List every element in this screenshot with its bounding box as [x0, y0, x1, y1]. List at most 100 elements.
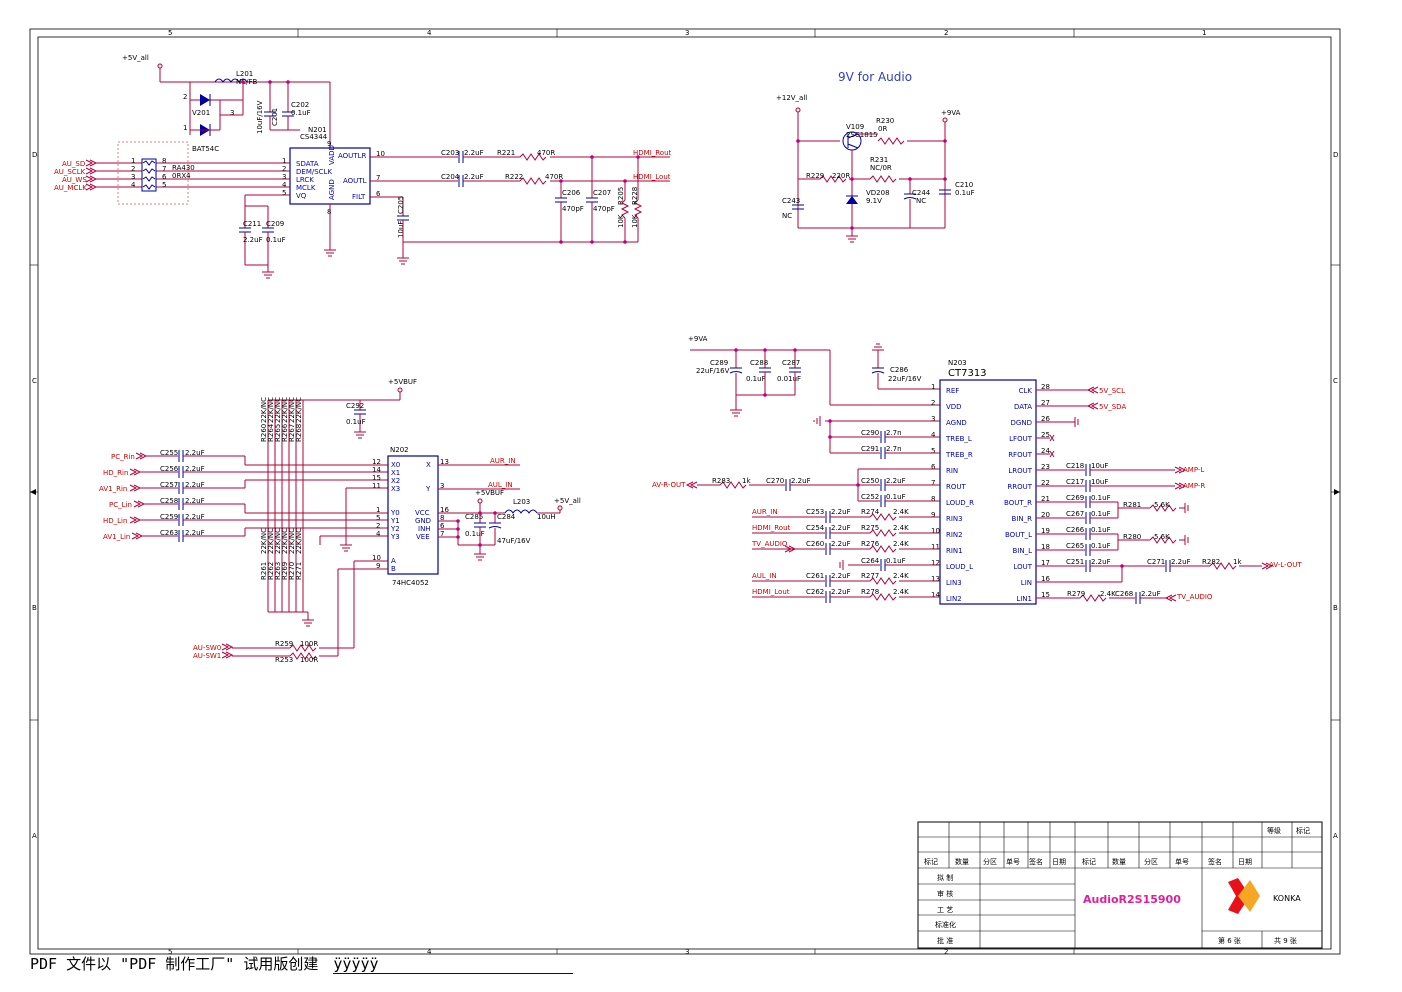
c265-ref: C265 — [1066, 542, 1084, 550]
amp-pin-num-right: 20 — [1041, 511, 1050, 519]
svg-text:2: 2 — [376, 522, 380, 530]
r279-val: 2.4K — [1100, 590, 1116, 598]
c267-ref: C267 — [1066, 510, 1084, 518]
sheet-frame: 5 4 3 2 1 5 4 3 2 D C B A D C B A — [29, 28, 1341, 956]
svg-text:1: 1 — [183, 124, 187, 132]
mux-pin-a: A — [391, 557, 396, 565]
amp-input-cap: C262 — [806, 588, 824, 596]
dac-pin-agnd: AGND — [328, 179, 336, 200]
svg-text:22K/NC: 22K/NC — [288, 397, 296, 423]
c211-ref: C211 — [243, 220, 261, 228]
svg-text:12: 12 — [372, 458, 381, 466]
title-block: 等级 标记 标记数量分区单号签名日期标记数量分区单号签名日期 拟 制 审 核 工… — [917, 821, 1323, 949]
svg-text:4: 4 — [131, 181, 136, 189]
c207-ref: C207 — [593, 189, 611, 197]
svg-text:6: 6 — [440, 522, 445, 530]
frame-col-3: 3 — [685, 29, 689, 37]
c250-val: 2.2uF — [886, 477, 906, 485]
amp-input-res-val: 2.4K — [893, 588, 909, 596]
svg-text:6: 6 — [162, 173, 167, 181]
net-hdmi-rout: HDMI_Rout — [633, 149, 672, 157]
net-9va: +9VA — [941, 109, 961, 117]
svg-text:10: 10 — [372, 554, 381, 562]
ground-symbol — [324, 249, 336, 257]
svg-text:9: 9 — [327, 140, 331, 148]
amp-input-res-val: 2.4K — [893, 508, 909, 516]
r264-ref: R264 — [267, 423, 275, 442]
v201-ref: V201 — [192, 109, 210, 117]
mux-pin-vcc: VCC — [415, 509, 430, 517]
c252-ref: C252 — [861, 493, 879, 501]
c286-val: 22uF/16V — [888, 375, 922, 383]
svg-text:1: 1 — [282, 157, 286, 165]
r281-ref: R281 — [1123, 501, 1141, 509]
svg-text:13: 13 — [440, 458, 449, 466]
c263-ref: C263 — [160, 529, 178, 537]
amp-pin-right: RROUT — [1007, 483, 1032, 491]
footer-link[interactable]: ÿÿÿÿÿ — [333, 955, 574, 974]
amp-pin-num-left: 12 — [931, 559, 940, 567]
diode-part: BAT54C — [192, 145, 219, 153]
c289-val: 22uF/16V — [696, 367, 730, 375]
dac-pin-lrck: LRCK — [296, 176, 314, 184]
r221-ref: R221 — [497, 149, 515, 157]
tb-col-header: 日期 — [1052, 858, 1066, 866]
svg-text:0.1uF: 0.1uF — [1091, 526, 1111, 534]
amp-input-cap-val: 2.2uF — [831, 524, 851, 532]
net-av-l-out: AV-L-OUT — [1269, 561, 1302, 569]
r253-val: 100R — [300, 656, 318, 664]
net-5v-sda: 5V_SDA — [1099, 403, 1126, 411]
r230-ref: R230 — [876, 117, 894, 125]
svg-text:22K/NC: 22K/NC — [288, 528, 296, 554]
svg-text:22K/NC: 22K/NC — [267, 397, 275, 423]
dac-section: +5V_all L201 NC/FB 2 1 3 V201 BAT54C 1 — [54, 54, 672, 279]
r263-ref: R263 — [274, 562, 282, 580]
frame-row-b: B — [32, 604, 37, 612]
amp-pin-num-right: 25 — [1041, 431, 1050, 439]
r261-ref: R261 — [260, 562, 268, 580]
c268-val: 2.2uF — [1141, 590, 1161, 598]
net-amp-l: AMP-L — [1183, 466, 1204, 474]
c205-ref: C205 — [397, 196, 405, 214]
net-pc-lin: PC_Lin — [109, 501, 132, 509]
l203-val: 10uH — [537, 513, 556, 521]
amp-pin-left: RIN3 — [946, 515, 963, 523]
amp-input-res-val: 2.4K — [893, 524, 909, 532]
dac-ref: N201 — [308, 126, 327, 134]
svg-text:22K/NC: 22K/NC — [274, 528, 282, 554]
tb-col-header: 数量 — [955, 857, 969, 866]
r205-val: 10K — [617, 214, 625, 228]
c206-val: 470pF — [562, 205, 584, 213]
amp-pin-left: LOUD_R — [946, 499, 974, 507]
c206-ref: C206 — [562, 189, 581, 197]
amp-pin-right: BIN_L — [1012, 547, 1032, 555]
amp-pin-right: LOUT — [1013, 563, 1032, 571]
amp-pin-num-left: 4 — [931, 431, 936, 439]
frame-col-2: 2 — [944, 29, 948, 37]
c202-val: 0.1uF — [291, 109, 311, 117]
tb-row-process: 工 艺 — [937, 906, 953, 914]
amp-part: CT7313 — [948, 368, 987, 379]
frame-row-a: A — [32, 832, 37, 840]
svg-text:4: 4 — [376, 530, 381, 538]
tb-col-header: 标记 — [924, 857, 938, 866]
tb-row-review: 审 核 — [937, 889, 953, 898]
amp-pin-num-right: 18 — [1041, 543, 1050, 551]
dac-pin-filt: FILT — [352, 193, 366, 201]
mux-pin-inh: INH — [418, 525, 431, 533]
amp-input-cap-val: 2.2uF — [831, 508, 851, 516]
svg-text:22K/NC: 22K/NC — [267, 528, 275, 554]
c255-ref: C255 — [160, 449, 178, 457]
r229-ref: R229 — [806, 172, 824, 180]
tb-row-approve: 批 准 — [937, 936, 953, 945]
c287-val: 0.01uF — [777, 375, 801, 383]
mux-chip-n202 — [387, 455, 439, 575]
r279-ref: R279 — [1067, 590, 1085, 598]
svg-text:5.6K: 5.6K — [1154, 533, 1170, 541]
resistor-array-outline — [117, 141, 189, 205]
amp-input-res: R275 — [861, 524, 879, 532]
amp-pin-num-right: 15 — [1041, 591, 1050, 599]
amp-input-cap-val: 2.2uF — [831, 572, 851, 580]
r266-ref: R266 — [281, 423, 289, 442]
amp-pin-num-left: 3 — [931, 415, 935, 423]
